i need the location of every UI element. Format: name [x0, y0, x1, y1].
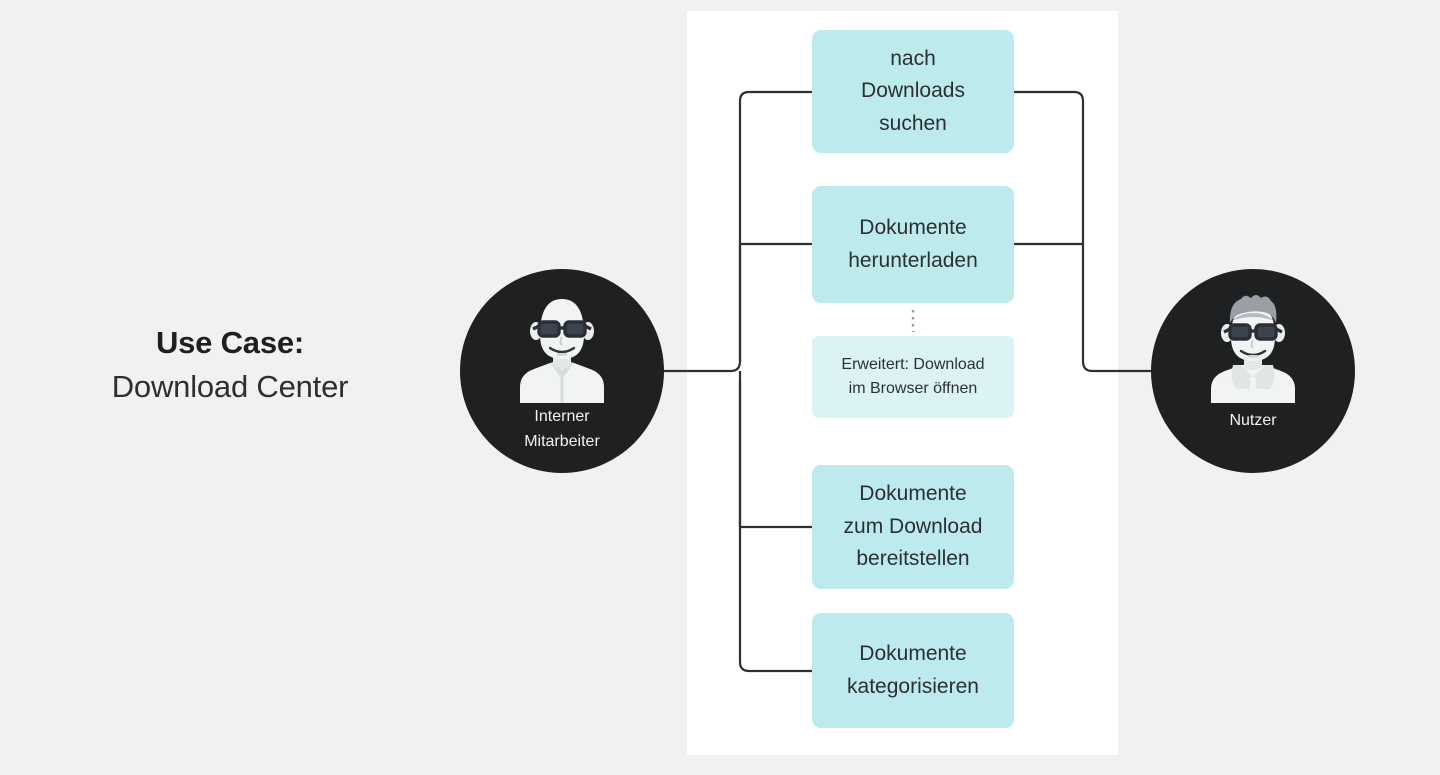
man-with-gray-hair-and-glasses-avatar — [1211, 295, 1295, 403]
usecase-nach-downloads-suchen[interactable]: nach Downloads suchen — [812, 30, 1014, 153]
title-secondary: Download Center — [111, 368, 349, 404]
usecase-erweitert-download-im-browser-oeffnen[interactable]: Erweitert: Download im Browser öffnen — [812, 336, 1014, 418]
usecase-dokumente-kategorisieren[interactable]: Dokumente kategorisieren — [812, 613, 1014, 728]
actor-left-label: Interner Mitarbeiter — [524, 408, 600, 450]
bald-man-with-glasses-avatar — [520, 299, 604, 403]
usecase-dokumente-zum-download-bereitstellen[interactable]: Dokumente zum Download bereitstellen — [812, 465, 1014, 589]
usecase-dokumente-herunterladen[interactable]: Dokumente herunterladen — [812, 186, 1014, 303]
actor-right-label: Nutzer — [1229, 412, 1277, 429]
actor-interner-mitarbeiter[interactable]: Interner Mitarbeiter — [460, 269, 664, 473]
page-title: Use Case: Download Center — [60, 325, 400, 405]
title-primary: Use Case: — [155, 325, 305, 360]
actor-nutzer[interactable]: Nutzer — [1151, 269, 1355, 473]
